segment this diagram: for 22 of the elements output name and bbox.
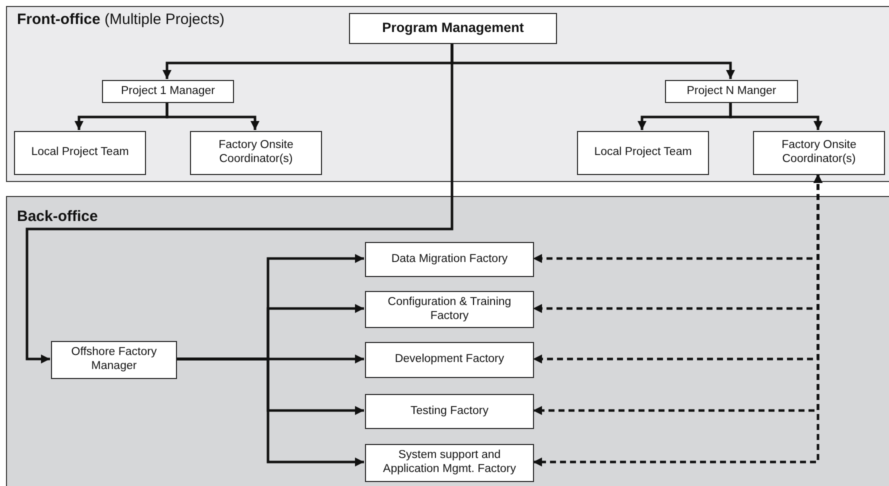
arrow bbox=[176, 358, 364, 466]
program-box: Program Management bbox=[349, 13, 557, 44]
back-office-panel bbox=[6, 196, 889, 486]
role-box: Factory Onsite Coordinator(s) bbox=[190, 131, 322, 175]
role-box: Testing Factory bbox=[365, 394, 534, 429]
role-box: Factory Onsite Coordinator(s) bbox=[753, 131, 885, 175]
role-box: Data Migration Factory bbox=[365, 242, 534, 277]
section-title: Back-office bbox=[17, 208, 98, 225]
arrow bbox=[729, 102, 822, 130]
section-title: Front-office (Multiple Projects) bbox=[17, 11, 225, 28]
role-box: Project N Manger bbox=[665, 80, 798, 103]
role-box: Local Project Team bbox=[577, 131, 709, 175]
role-box: Configuration & Training Factory bbox=[365, 291, 534, 328]
role-box: Project 1 Manager bbox=[102, 80, 234, 103]
role-box: Local Project Team bbox=[14, 131, 146, 175]
front-office-panel bbox=[6, 6, 889, 182]
role-box: Development Factory bbox=[365, 342, 534, 378]
arrow bbox=[166, 102, 260, 130]
dashed-arrow bbox=[533, 174, 822, 466]
arrow bbox=[26, 43, 454, 364]
role-box: System support and Application Mgmt. Factory bbox=[365, 444, 534, 482]
role-box: Offshore Factory Manager bbox=[51, 341, 177, 379]
